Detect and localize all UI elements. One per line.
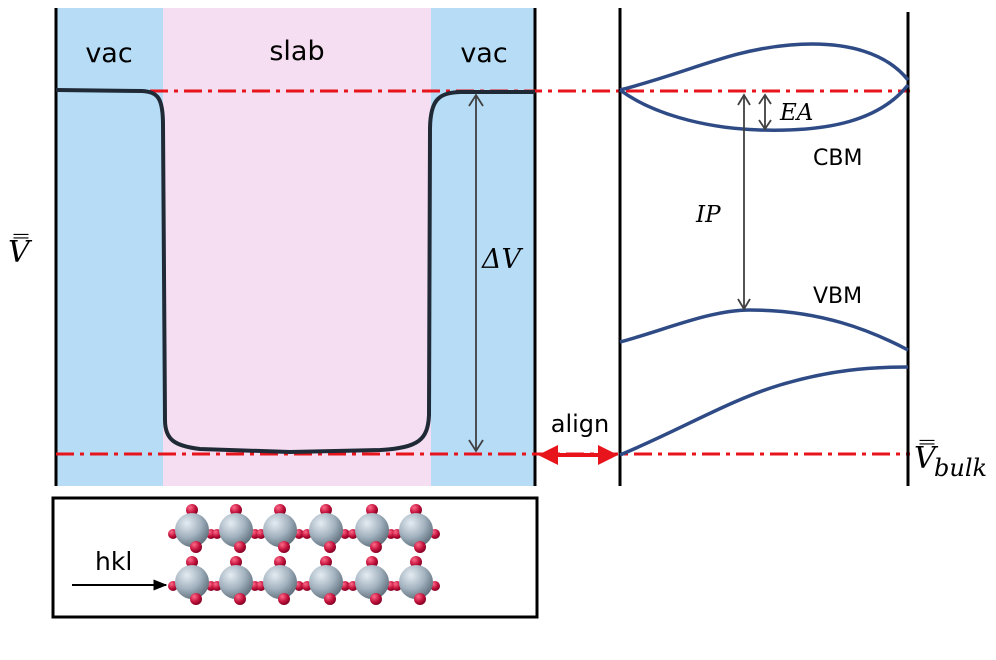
oxygen-atom [370,541,382,553]
metal-atom [175,513,209,547]
vac-left-label: vac [85,38,132,69]
crystal-structure-box [51,496,539,619]
oxygen-atom [370,593,382,605]
metal-atom [355,565,389,599]
slab-label: slab [269,36,324,67]
oxygen-atom [186,504,198,516]
slab-region [163,8,431,486]
metal-atom [263,565,297,599]
oxygen-atom [320,556,332,568]
oxygen-atom [230,556,242,568]
oxygen-atom [366,504,378,516]
oxygen-atom [366,556,378,568]
oxygen-atom [234,593,246,605]
metal-atom [175,565,209,599]
cbm-label: CBM [813,146,862,171]
vacuum-region-left [56,8,163,486]
oxygen-atom [278,541,290,553]
oxygen-atom [414,593,426,605]
delta-v-label: ΔV [481,244,523,275]
metal-atom [355,513,389,547]
oxygen-atom [274,504,286,516]
conduction-band-minimum [618,83,910,132]
y-axis-symbol: V̿ [8,234,33,270]
oxygen-atom [414,541,426,553]
oxygen-atom [190,541,202,553]
vac-right-label: vac [460,38,507,69]
oxygen-atom [410,504,422,516]
oxygen-atom [186,556,198,568]
v-bulk-label: V̿ bulk [914,440,987,482]
conduction-band-upper [619,42,910,92]
metal-atom [309,565,343,599]
metal-atom [219,565,253,599]
crystal-atoms [168,504,440,605]
oxygen-atom [234,541,246,553]
ip-arrow [737,93,751,311]
vbm-label: VBM [813,284,862,309]
metal-atom [219,513,253,547]
hkl-label: hkl [95,547,132,576]
v-bulk-subscript: bulk [934,454,987,482]
v-bulk-symbol: V̿ [914,440,939,476]
oxygen-atom [230,504,242,516]
align-label: align [551,410,610,438]
ea-arrow [758,93,772,131]
vacuum-region-right [431,8,535,486]
metal-atom [399,513,433,547]
potential-profile-curve [55,88,535,454]
metal-atom [309,513,343,547]
valence-band-lower [619,365,909,457]
delta-v-arrow [468,93,484,453]
oxygen-atom [324,593,336,605]
oxygen-atom [190,593,202,605]
metal-atom [399,565,433,599]
metal-atom [263,513,297,547]
ea-label: EA [779,100,813,126]
valence-band-maximum [619,308,909,352]
oxygen-atom [320,504,332,516]
oxygen-atom [278,593,290,605]
ip-label: IP [695,202,721,228]
oxygen-atom [324,541,336,553]
oxygen-atom [274,556,286,568]
oxygen-atom [410,556,422,568]
